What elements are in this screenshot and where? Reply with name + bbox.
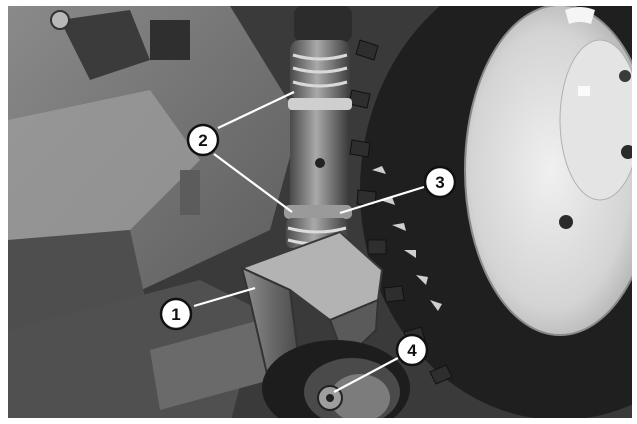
leader-line-2b <box>213 153 293 213</box>
lug-nut-icon <box>559 215 573 229</box>
callout-leaders <box>193 91 425 393</box>
callout-3: 3 <box>423 165 457 199</box>
callout-label: 1 <box>171 305 180 324</box>
callout-1: 1 <box>159 297 193 331</box>
leader-line-3 <box>339 185 425 215</box>
callout-2: 2 <box>186 123 220 157</box>
callout-label: 2 <box>198 131 207 150</box>
rear-wheel-rim <box>464 4 637 336</box>
leader-line-2a <box>217 91 295 129</box>
lug-nut-icon <box>619 70 631 82</box>
leader-line-1 <box>193 286 256 308</box>
lug-nut-icon <box>621 145 635 159</box>
callout-4: 4 <box>395 333 429 367</box>
bolt-icon <box>50 10 70 30</box>
mower-deck <box>8 6 300 424</box>
callout-label: 4 <box>407 341 417 360</box>
leader-line-4 <box>333 357 399 393</box>
callout-label: 3 <box>435 173 444 192</box>
